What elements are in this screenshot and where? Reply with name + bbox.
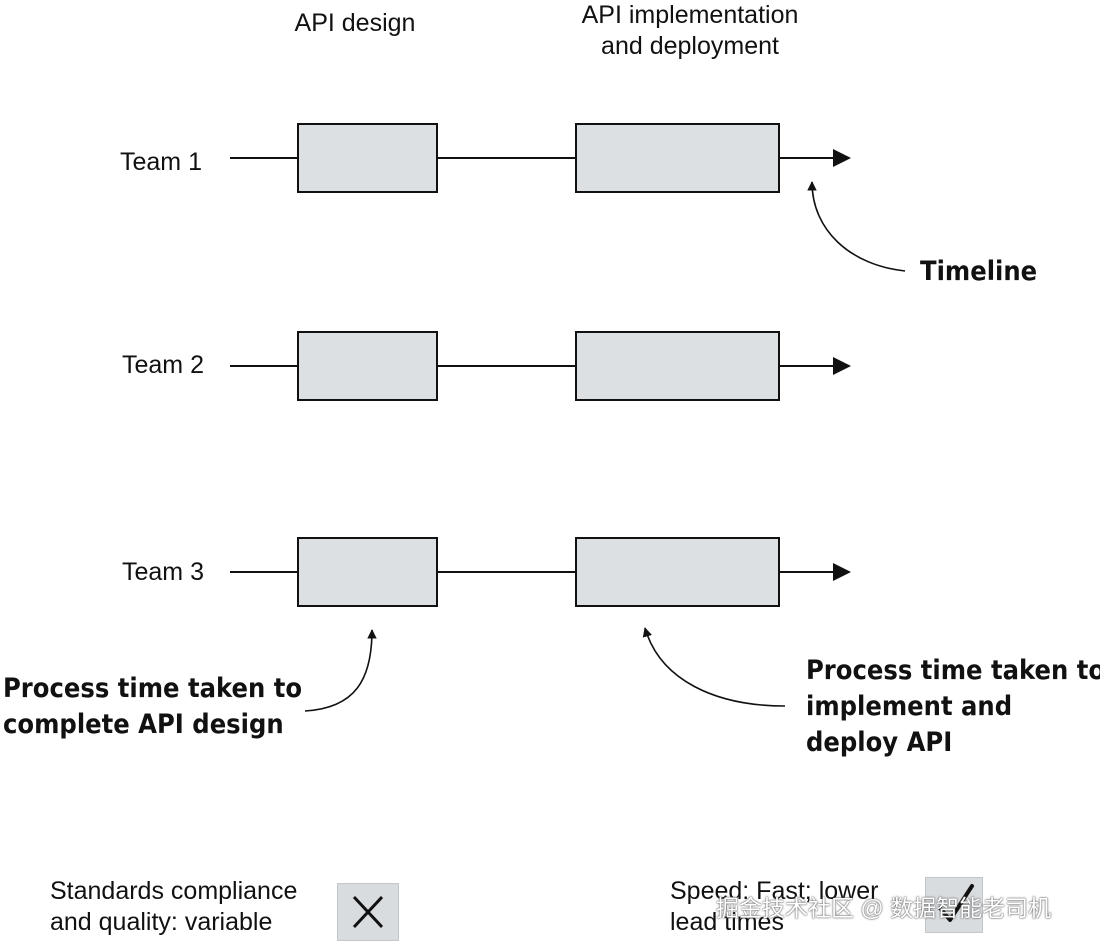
timeline-arrow-icon <box>833 563 851 581</box>
legend-speed-text: Speed: Fast; lower lead times <box>670 877 879 936</box>
timeline-pointer-arrow <box>807 181 906 272</box>
watermark-text: 掘金技术社区 @ 数据智能老司机 <box>716 895 1052 921</box>
team-label-1: Team 1 <box>120 148 202 176</box>
header-api-implementation: API implementation and deployment <box>581 1 799 60</box>
design-phase-box <box>297 331 438 401</box>
implementation-phase-box <box>575 331 780 401</box>
check-icon <box>938 884 974 922</box>
design-time-pointer-arrow <box>304 629 377 712</box>
callout-timeline: Timeline <box>920 256 1038 287</box>
callout-design-time: Process time taken to complete API desig… <box>3 673 303 740</box>
implementation-phase-box <box>575 537 780 607</box>
callout-implementation-time: Process time taken to implement and depl… <box>806 655 1100 758</box>
legend-standards-box <box>337 883 399 941</box>
impl-time-pointer-arrow <box>642 627 786 707</box>
legend-speed-box <box>925 877 983 933</box>
team-row-1 <box>230 123 851 193</box>
team-label-3: Team 3 <box>122 558 204 586</box>
timeline-arrow-icon <box>833 149 851 167</box>
header-api-design: API design <box>294 9 416 37</box>
legend-standards-text: Standards compliance and quality: variab… <box>50 877 298 936</box>
x-icon <box>352 895 384 929</box>
team-row-3 <box>230 537 851 607</box>
design-phase-box <box>297 123 438 193</box>
implementation-phase-box <box>575 123 780 193</box>
team-row-2 <box>230 331 851 401</box>
team-label-2: Team 2 <box>122 351 204 379</box>
timeline-arrow-icon <box>833 357 851 375</box>
design-phase-box <box>297 537 438 607</box>
